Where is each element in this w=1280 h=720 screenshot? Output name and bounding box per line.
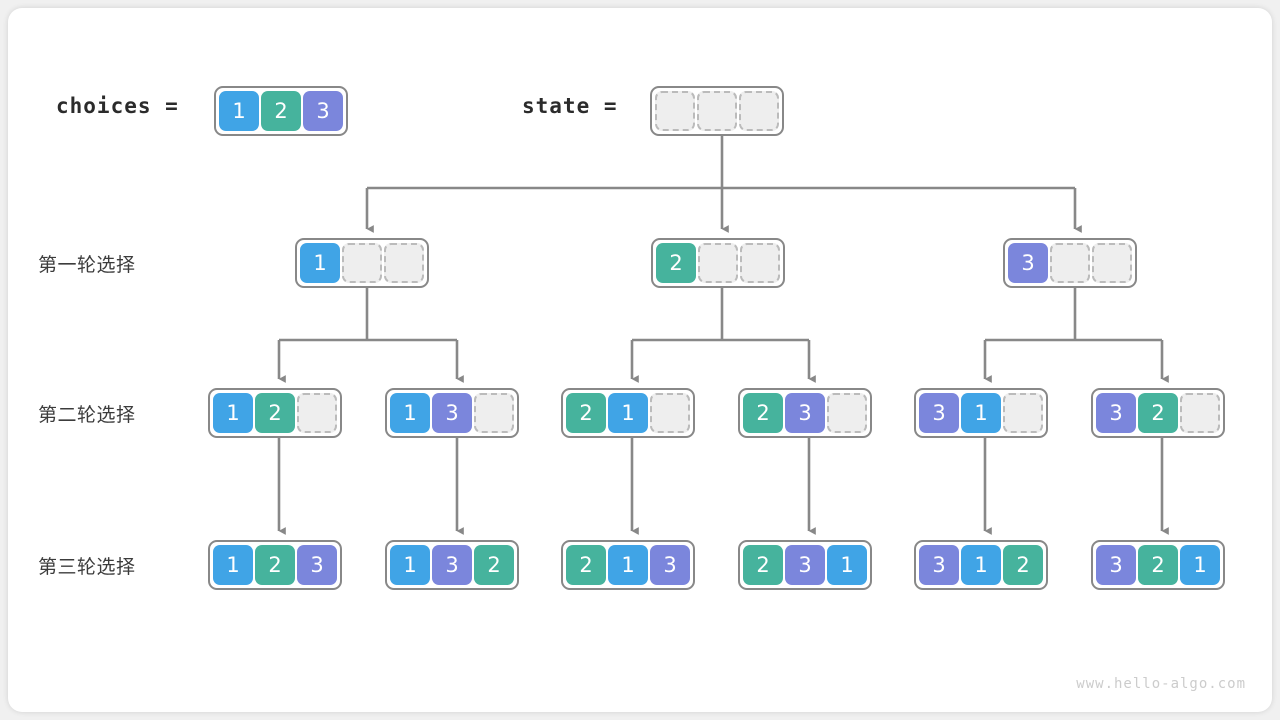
array-cell-value: 2 xyxy=(255,393,295,433)
array-cell-empty xyxy=(384,243,424,283)
array-cell-value: 1 xyxy=(390,393,430,433)
array-cell-value: 2 xyxy=(1003,545,1043,585)
array-cell-empty xyxy=(698,243,738,283)
array-cell-empty xyxy=(740,243,780,283)
array-cell-value: 3 xyxy=(1008,243,1048,283)
array-cell-empty xyxy=(342,243,382,283)
state-array xyxy=(650,86,784,136)
array-cell-value: 2 xyxy=(1138,393,1178,433)
array-cell-value: 3 xyxy=(303,91,343,131)
array-cell-value: 3 xyxy=(785,545,825,585)
choices-label: choices = xyxy=(56,94,179,118)
array-cell-value: 1 xyxy=(219,91,259,131)
array-cell-value: 3 xyxy=(432,545,472,585)
array-cell-value: 2 xyxy=(261,91,301,131)
array-cell-value: 1 xyxy=(827,545,867,585)
array-cell-value: 1 xyxy=(300,243,340,283)
array-cell-value: 2 xyxy=(656,243,696,283)
array-cell-empty xyxy=(297,393,337,433)
array-cell-empty xyxy=(697,91,737,131)
row-label-round-2: 第二轮选择 xyxy=(38,405,136,426)
array-cell-value: 1 xyxy=(608,393,648,433)
array-cell-value: 3 xyxy=(650,545,690,585)
array-cell-value: 1 xyxy=(213,545,253,585)
array-cell-value: 3 xyxy=(297,545,337,585)
level1-node-2: 2 xyxy=(651,238,785,288)
array-cell-value: 2 xyxy=(743,393,783,433)
array-cell-value: 1 xyxy=(1180,545,1220,585)
array-cell-value: 3 xyxy=(1096,393,1136,433)
figure-card xyxy=(8,8,1272,712)
array-cell-empty xyxy=(1180,393,1220,433)
array-cell-value: 3 xyxy=(785,393,825,433)
array-cell-value: 1 xyxy=(213,393,253,433)
array-cell-empty xyxy=(650,393,690,433)
array-cell-value: 2 xyxy=(474,545,514,585)
array-cell-value: 3 xyxy=(1096,545,1136,585)
array-cell-empty xyxy=(1092,243,1132,283)
array-cell-empty xyxy=(655,91,695,131)
watermark: www.hello-algo.com xyxy=(1076,676,1246,692)
array-cell-value: 1 xyxy=(961,545,1001,585)
array-cell-value: 2 xyxy=(566,545,606,585)
array-cell-empty xyxy=(474,393,514,433)
array-cell-value: 1 xyxy=(961,393,1001,433)
array-cell-value: 1 xyxy=(608,545,648,585)
array-cell-empty xyxy=(739,91,779,131)
level1-node-1: 1 xyxy=(295,238,429,288)
array-cell-value: 2 xyxy=(566,393,606,433)
array-cell-value: 2 xyxy=(743,545,783,585)
array-cell-empty xyxy=(1003,393,1043,433)
row-label-round-1: 第一轮选择 xyxy=(38,255,136,276)
array-cell-value: 3 xyxy=(919,393,959,433)
array-cell-value: 1 xyxy=(390,545,430,585)
state-label: state = xyxy=(522,94,618,118)
array-cell-value: 3 xyxy=(919,545,959,585)
array-cell-empty xyxy=(1050,243,1090,283)
row-label-round-3: 第三轮选择 xyxy=(38,557,136,578)
array-cell-value: 2 xyxy=(255,545,295,585)
array-cell-value: 3 xyxy=(432,393,472,433)
array-cell-value: 2 xyxy=(1138,545,1178,585)
level1-node-3: 3 xyxy=(1003,238,1137,288)
array-cell-empty xyxy=(827,393,867,433)
